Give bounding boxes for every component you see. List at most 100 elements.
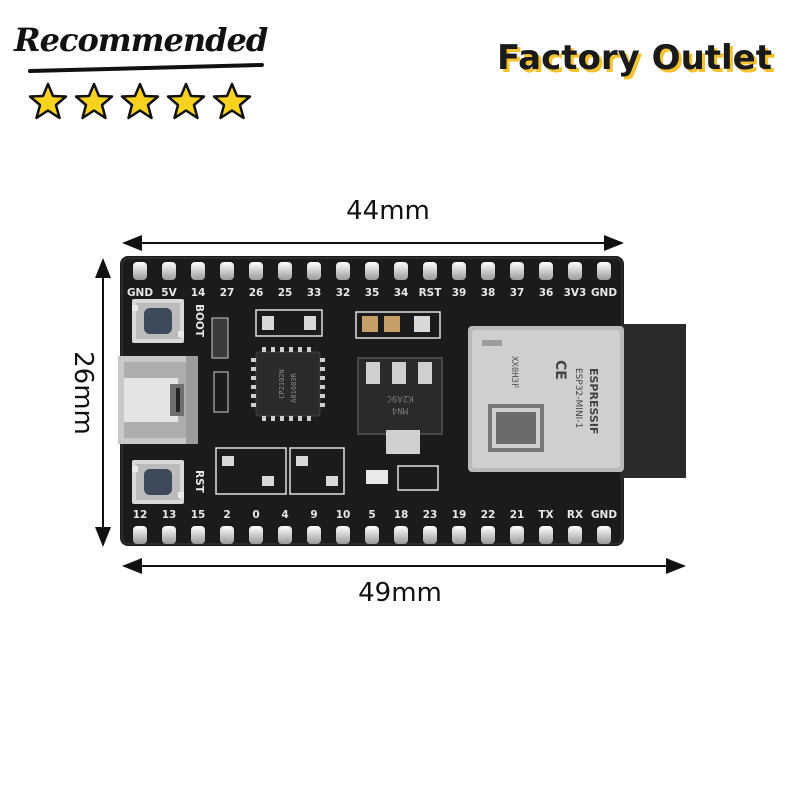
pin-label: 27: [220, 287, 235, 299]
recommended-badge: Recommended: [14, 8, 268, 120]
chip-pad: [280, 347, 284, 352]
pin-label: RX: [567, 509, 583, 521]
chip-marking-1: CP2102N: [278, 369, 286, 399]
pin-label: 0: [252, 509, 259, 521]
header-pin: [481, 262, 495, 280]
pin-label: 12: [133, 509, 148, 521]
pin-label: 5: [368, 509, 375, 521]
header-pin: [597, 526, 611, 544]
header-pin: [220, 526, 234, 544]
pin-label: 38: [481, 287, 496, 299]
chip-pad: [320, 367, 325, 371]
ce-mark: CE: [552, 360, 568, 380]
header-pin: [336, 526, 350, 544]
pin-label: 15: [191, 509, 206, 521]
header-pin: [133, 262, 147, 280]
chip-pad: [289, 347, 293, 352]
rst-button-label: RST: [193, 470, 205, 494]
pin-label: 2: [223, 509, 230, 521]
smd-components: [211, 309, 441, 495]
pin-label: 4: [281, 509, 288, 521]
boot-button[interactable]: [132, 299, 184, 343]
pin-label: 3V3: [564, 287, 587, 299]
pin-label: 26: [249, 287, 264, 299]
micro-usb-port[interactable]: [118, 356, 198, 444]
star-icon: [166, 82, 206, 120]
chip-pad: [262, 347, 266, 352]
regulator-marking-2: MN4: [392, 405, 408, 415]
pin-label: 21: [510, 509, 525, 521]
header-pin: [249, 526, 263, 544]
chip-pad: [298, 347, 302, 352]
chip-pad: [251, 376, 256, 380]
pin-label: GND: [591, 287, 617, 299]
chip-pad: [320, 403, 325, 407]
chip-pad: [320, 358, 325, 362]
header-pin: [394, 262, 408, 280]
chip-pad: [251, 394, 256, 398]
chip-pad: [251, 367, 256, 371]
header-pin: [597, 262, 611, 280]
pin-label: 5V: [161, 287, 177, 299]
header-pin: [539, 526, 553, 544]
header-pin: [220, 262, 234, 280]
pin-label: 10: [336, 509, 351, 521]
star-icon: [212, 82, 252, 120]
header-pin: [510, 262, 524, 280]
chip-pad: [289, 416, 293, 421]
chip-pad: [320, 376, 325, 380]
chip-marking-2: A01603R: [290, 372, 298, 402]
pin-label: 37: [510, 287, 525, 299]
pin-label: TX: [538, 509, 553, 521]
chip-pad: [271, 347, 275, 352]
recommended-text: Recommended: [14, 21, 268, 59]
pin-label: 34: [394, 287, 409, 299]
chip-pad: [320, 385, 325, 389]
pin-label: GND: [127, 287, 153, 299]
header-pin: [481, 526, 495, 544]
top-pin-header: [133, 262, 611, 280]
rating-stars: [28, 82, 252, 120]
module-model: ESP32-MINI-1: [573, 368, 583, 428]
bottom-pin-header: [133, 526, 611, 544]
usb-uart-chip: CP2102N A01603R: [255, 351, 321, 417]
boot-label: BOOT: [193, 304, 205, 338]
header-pin: [394, 526, 408, 544]
pin-label: 22: [481, 509, 496, 521]
header-pin: [336, 262, 350, 280]
pin-label: 35: [365, 287, 380, 299]
module-code: XX0H3F: [509, 356, 519, 389]
header-pin: [423, 262, 437, 280]
header-pin: [307, 262, 321, 280]
top-width-label: 44mm: [346, 196, 430, 226]
header-pin: [452, 526, 466, 544]
header-pin: [278, 526, 292, 544]
header-pin: [365, 526, 379, 544]
voltage-regulator: K2A9C MN4: [357, 357, 443, 454]
chip-pad: [280, 416, 284, 421]
module-brand: ESPRESSIF: [587, 368, 600, 434]
header-pin: [539, 262, 553, 280]
chip-pad: [251, 385, 256, 389]
pin-label: 18: [394, 509, 409, 521]
factory-outlet-title: Factory Outlet: [496, 38, 772, 78]
chip-pad: [320, 394, 325, 398]
pin-label: 9: [310, 509, 317, 521]
pin-label: 32: [336, 287, 351, 299]
header-pin: [278, 262, 292, 280]
header-pin: [452, 262, 466, 280]
header-pin: [162, 262, 176, 280]
header-pin: [423, 526, 437, 544]
star-icon: [28, 82, 68, 120]
header-pin: [568, 262, 582, 280]
bottom-width-label: 49mm: [358, 578, 442, 608]
chip-pads: [251, 347, 325, 421]
rst-button[interactable]: [132, 460, 184, 504]
esp32-module: XX0H3F CE ESPRESSIF ESP32-MINI-1: [468, 324, 686, 478]
chip-pad: [251, 403, 256, 407]
header-pin: [510, 526, 524, 544]
header-pin: [249, 262, 263, 280]
